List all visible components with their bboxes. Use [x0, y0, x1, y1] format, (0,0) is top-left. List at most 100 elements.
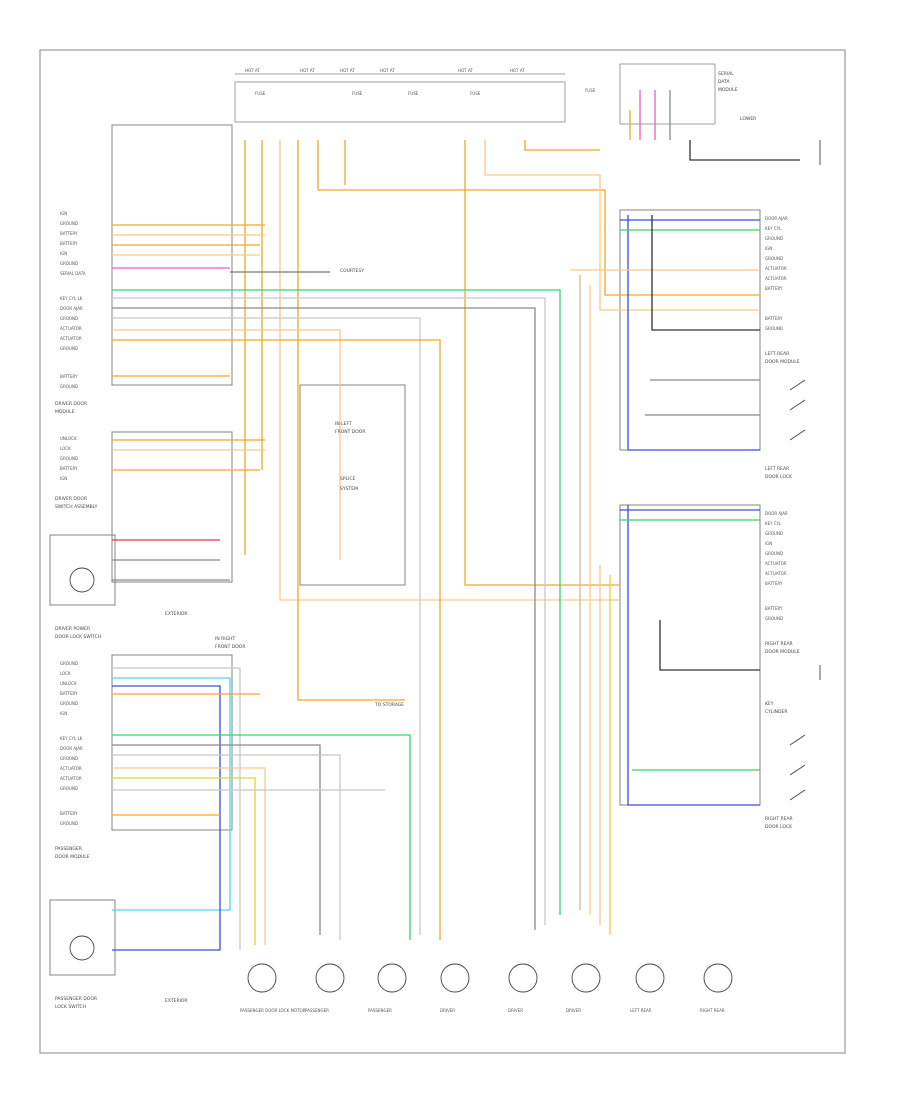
right-rear-box	[619, 504, 761, 806]
svg-text:BATTERY: BATTERY	[60, 374, 78, 379]
svg-text:SPLICE: SPLICE	[340, 476, 356, 482]
svg-text:GROUND: GROUND	[765, 236, 783, 241]
svg-text:DRIVER: DRIVER	[440, 1008, 455, 1013]
switch-symbols	[789, 140, 821, 801]
svg-text:IGN: IGN	[765, 541, 772, 546]
svg-text:LOWER: LOWER	[740, 116, 756, 122]
motor-8	[703, 963, 733, 993]
svg-text:DRIVER: DRIVER	[508, 1008, 523, 1013]
driver-switch-inner	[49, 534, 116, 606]
svg-text:LEFT REAR: LEFT REAR	[765, 466, 789, 472]
svg-text:LOCK SWITCH: LOCK SWITCH	[55, 1004, 86, 1010]
svg-text:DOOR MODULE: DOOR MODULE	[765, 359, 800, 365]
svg-text:HOT AT: HOT AT	[380, 68, 395, 73]
svg-text:IGN: IGN	[765, 246, 772, 251]
svg-text:GROUND: GROUND	[60, 384, 78, 389]
right-pin-labels: DOOR AJAR KEY CYL GROUND IGN GROUND ACTUATO…	[765, 216, 800, 830]
svg-text:IN LEFT: IN LEFT	[335, 421, 352, 427]
svg-text:GROUND: GROUND	[60, 261, 78, 266]
svg-text:BATTERY: BATTERY	[60, 466, 78, 471]
svg-text:GROUND: GROUND	[60, 346, 78, 351]
motor-1	[247, 963, 277, 993]
svg-text:TO STORAGE: TO STORAGE	[374, 702, 404, 708]
switch-motor-1	[69, 567, 95, 593]
svg-text:BATTERY: BATTERY	[60, 691, 78, 696]
svg-text:DRIVER DOOR: DRIVER DOOR	[55, 496, 87, 502]
svg-text:KEY CYL LK: KEY CYL LK	[60, 736, 83, 741]
svg-text:BATTERY: BATTERY	[765, 606, 783, 611]
svg-text:PASSENGER: PASSENGER	[55, 846, 82, 852]
svg-text:IN RIGHT: IN RIGHT	[215, 636, 235, 642]
svg-text:GROUND: GROUND	[60, 756, 78, 761]
svg-text:EXTERIOR: EXTERIOR	[165, 998, 188, 1004]
motor-symbols	[69, 567, 733, 993]
svg-text:GROUND: GROUND	[60, 221, 78, 226]
svg-text:IGN: IGN	[60, 711, 67, 716]
svg-text:LEFT REAR: LEFT REAR	[765, 351, 789, 357]
svg-text:GROUND: GROUND	[765, 551, 783, 556]
svg-text:BATTERY: BATTERY	[765, 581, 783, 586]
svg-text:IGN: IGN	[60, 476, 67, 481]
wires	[112, 90, 800, 951]
svg-text:FUSE: FUSE	[255, 91, 266, 96]
svg-text:ACTUATOR: ACTUATOR	[765, 276, 787, 281]
motor-6	[571, 963, 601, 993]
svg-text:GROUND: GROUND	[60, 821, 78, 826]
svg-text:RIGHT REAR: RIGHT REAR	[765, 641, 793, 647]
svg-text:HOT AT: HOT AT	[458, 68, 473, 73]
svg-text:GROUND: GROUND	[765, 531, 783, 536]
svg-text:RIGHT REAR: RIGHT REAR	[765, 816, 793, 822]
motor-3	[377, 963, 407, 993]
svg-text:GROUND: GROUND	[765, 256, 783, 261]
passenger-switch-inner	[49, 899, 116, 976]
svg-text:GROUND: GROUND	[60, 786, 78, 791]
svg-text:ACTUATOR: ACTUATOR	[60, 766, 82, 771]
svg-text:FRONT DOOR: FRONT DOOR	[335, 429, 365, 435]
svg-text:ACTUATOR: ACTUATOR	[60, 336, 82, 341]
svg-text:KEY CYL: KEY CYL	[765, 226, 782, 231]
svg-text:IGN: IGN	[60, 251, 67, 256]
svg-text:ACTUATOR: ACTUATOR	[765, 266, 787, 271]
svg-text:UNLOCK: UNLOCK	[60, 681, 77, 686]
svg-text:DOOR AJAR: DOOR AJAR	[765, 216, 788, 221]
svg-text:DATA: DATA	[718, 79, 731, 85]
svg-text:PASSENGER DOOR: PASSENGER DOOR	[55, 996, 97, 1002]
svg-text:FRONT DOOR: FRONT DOOR	[215, 644, 245, 650]
left-pin-labels: IGN GROUND BATTERY BATTERY IGN GROUND SERIA…	[55, 211, 101, 1010]
svg-text:SERIAL: SERIAL	[718, 71, 734, 77]
svg-text:EXTERIOR: EXTERIOR	[165, 611, 188, 617]
svg-text:DOOR MODULE: DOOR MODULE	[765, 649, 800, 655]
svg-text:UNLOCK: UNLOCK	[60, 436, 77, 441]
svg-text:KEY CYL: KEY CYL	[765, 521, 782, 526]
svg-text:BATTERY: BATTERY	[60, 241, 78, 246]
diagram-frame	[39, 49, 846, 1054]
svg-text:DRIVER DOOR: DRIVER DOOR	[55, 401, 87, 407]
svg-text:GROUND: GROUND	[60, 316, 78, 321]
svg-text:DRIVER: DRIVER	[566, 1008, 581, 1013]
svg-text:FUSE: FUSE	[585, 88, 596, 93]
motor-5	[508, 963, 538, 993]
passenger-module-box	[111, 654, 233, 831]
svg-text:FUSE: FUSE	[352, 91, 363, 96]
svg-text:FUSE: FUSE	[408, 91, 419, 96]
svg-text:LEFT REAR: LEFT REAR	[630, 1008, 652, 1013]
svg-text:GROUND: GROUND	[60, 456, 78, 461]
svg-text:MODULE: MODULE	[718, 87, 738, 93]
motor-4	[440, 963, 470, 993]
svg-text:DOOR LOCK SWITCH: DOOR LOCK SWITCH	[55, 634, 101, 640]
svg-text:LOCK: LOCK	[60, 671, 71, 676]
svg-text:FUSE: FUSE	[470, 91, 481, 96]
fuse-block-header	[234, 63, 716, 125]
driver-switch-box	[111, 431, 233, 583]
svg-text:DRIVER POWER: DRIVER POWER	[55, 626, 90, 632]
svg-text:SERIAL DATA: SERIAL DATA	[60, 271, 86, 276]
svg-text:GROUND: GROUND	[60, 701, 78, 706]
svg-text:ACTUATOR: ACTUATOR	[60, 326, 82, 331]
motor-label-1: PASSENGER DOOR LOCK MOTOR	[240, 1008, 306, 1013]
svg-text:GROUND: GROUND	[765, 326, 783, 331]
svg-text:COURTESY: COURTESY	[340, 268, 364, 274]
svg-text:IGN: IGN	[60, 211, 67, 216]
